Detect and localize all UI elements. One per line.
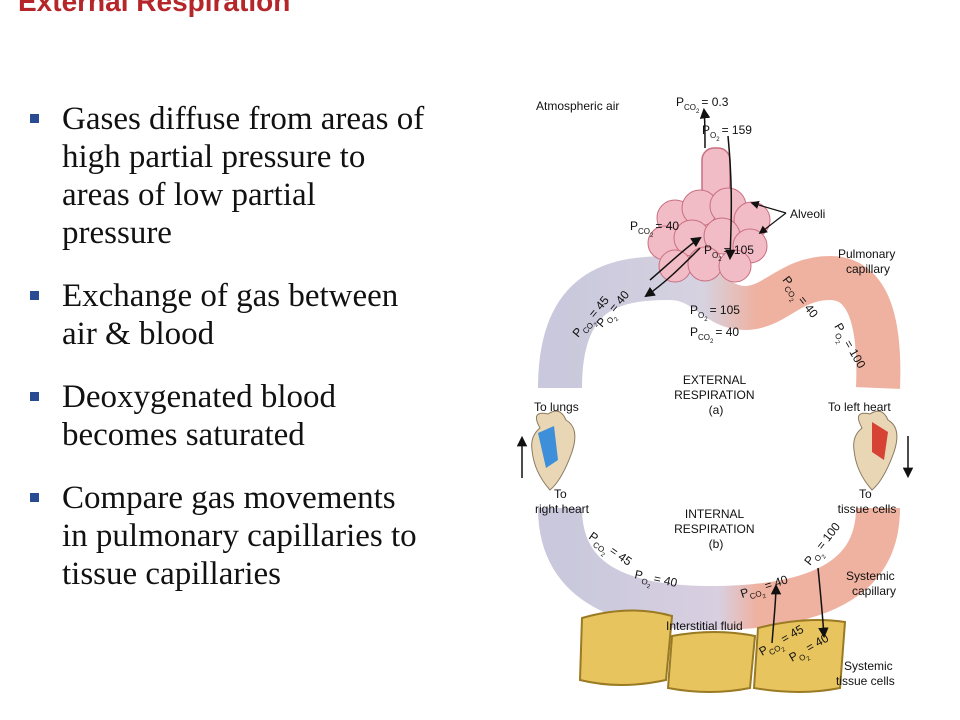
alveoli-label: Alveoli xyxy=(790,207,825,221)
respiration-diagram: Atmospheric air PCO2= 0.3 PO2= 159 Alveo… xyxy=(516,95,914,693)
systemic-tissue-cells-label: Systemic tissue cells xyxy=(836,659,896,688)
pulm-mid-po2-label: PO2= 105 xyxy=(690,303,740,323)
bullet-item: Compare gas movements in pulmonary capil… xyxy=(28,479,508,593)
bullet-line: Gases diffuse from areas of xyxy=(62,101,425,137)
square-bullet-icon xyxy=(30,114,39,123)
slide-title: External Respiration xyxy=(18,0,291,17)
internal-respiration-label: INTERNAL RESPIRATION (b) xyxy=(674,507,758,551)
external-respiration-label: EXTERNAL RESPIRATION (a) xyxy=(674,373,758,417)
alv-pco2-label: PCO2= 40 xyxy=(630,219,679,239)
gas-flow-arrow xyxy=(649,236,702,281)
bullet-line: areas of low partial xyxy=(62,177,316,213)
systemic-capillary-label: Systemic capillary xyxy=(846,569,898,598)
bullet-line: in pulmonary capillaries to xyxy=(62,518,417,554)
alveoli-cluster xyxy=(647,147,771,283)
bullet-line: becomes saturated xyxy=(62,417,305,453)
bullet-item: Gases diffuse from areas of high partial… xyxy=(28,100,508,252)
atm-po2-label: PO2= 159 xyxy=(702,123,752,143)
square-bullet-icon xyxy=(30,493,39,502)
bullet-line: Deoxygenated blood xyxy=(62,379,337,415)
bullet-line: Compare gas movements xyxy=(62,480,396,516)
bullet-item: Exchange of gas between air & blood xyxy=(28,277,508,353)
pulmonary-capillary-label: Pulmonary capillary xyxy=(838,247,899,276)
bullet-item: Deoxygenated blood becomes saturated xyxy=(28,378,508,454)
gas-flow-arrow xyxy=(699,107,711,149)
heart-deoxygenated-icon xyxy=(531,410,576,491)
bullet-line: high partial pressure to xyxy=(62,139,366,175)
heart-oxygenated-icon xyxy=(853,410,898,491)
pulm-mid-pco2-label: PCO2= 40 xyxy=(690,325,739,345)
alv-po2-label: PO2= 105 xyxy=(704,243,754,263)
pulmonary-capillary-vessel xyxy=(538,255,901,389)
gas-flow-arrow xyxy=(725,135,736,261)
gas-flow-arrow xyxy=(644,247,701,298)
bullet-line: Exchange of gas between xyxy=(62,278,399,314)
atm-pco2-label: PCO2= 0.3 xyxy=(676,95,729,115)
systemic-capillary-vessel xyxy=(538,506,900,631)
gas-flow-arrow xyxy=(817,567,829,639)
sys-left-po2-label: PO2= 40 xyxy=(632,567,679,596)
square-bullet-icon xyxy=(30,291,39,300)
to-left-heart-label: To left heart xyxy=(828,400,891,414)
bullet-line: pressure xyxy=(62,215,172,251)
interstitial-fluid-label: Interstitial fluid xyxy=(666,619,743,633)
bullet-line: tissue capillaries xyxy=(62,556,282,592)
bullet-list: Gases diffuse from areas of high partial… xyxy=(28,100,508,618)
atmospheric-air-label: Atmospheric air xyxy=(536,99,619,113)
gas-flow-arrow xyxy=(770,583,782,644)
square-bullet-icon xyxy=(30,392,39,401)
to-lungs-label: To lungs xyxy=(534,400,579,414)
alveoli-pointer xyxy=(750,200,787,214)
to-tissue-cells-label: To tissue cells xyxy=(838,487,897,516)
alveoli-pointer xyxy=(758,212,787,235)
to-right-heart-label: To right heart xyxy=(535,487,590,516)
bullet-line: air & blood xyxy=(62,316,215,352)
